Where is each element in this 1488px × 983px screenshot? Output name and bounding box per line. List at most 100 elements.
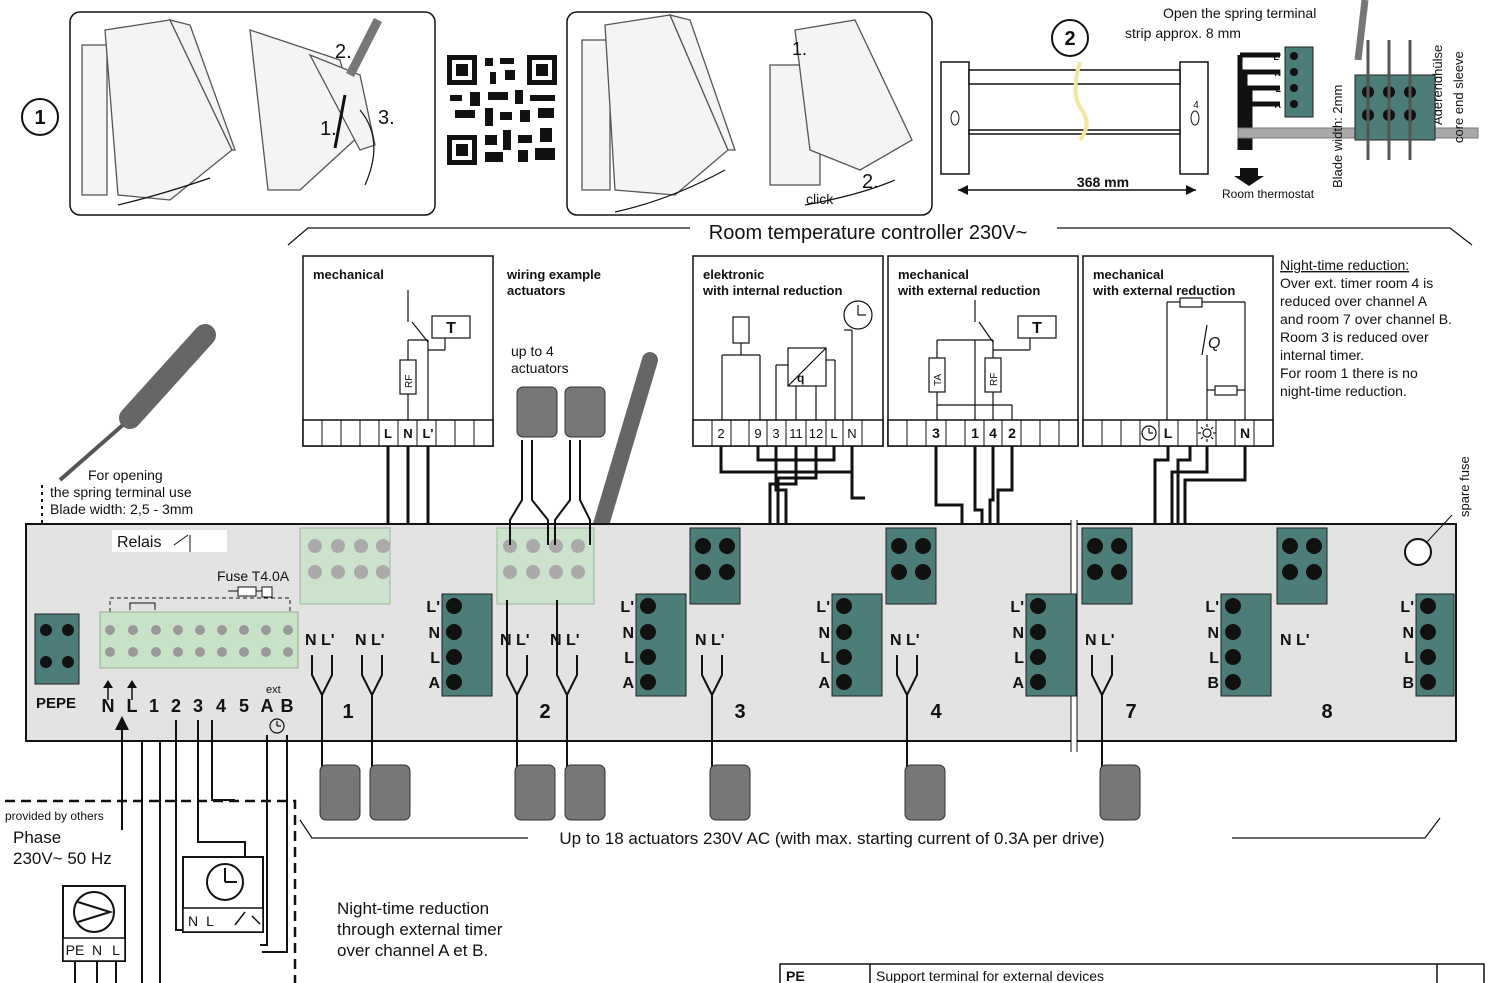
- relais-label-fg: Relais: [117, 534, 161, 551]
- controller-2-terminal-strip: [692, 419, 884, 447]
- z4-ch-0: L': [1010, 599, 1024, 616]
- power-label-5: 4: [216, 696, 226, 716]
- timer-wires: [260, 735, 288, 953]
- z3-ch-0: L': [816, 599, 830, 616]
- controller-1-schematic: [399, 290, 471, 420]
- zone-2-channel-dots: [640, 598, 656, 690]
- relais-bracket-2: [129, 602, 156, 610]
- zone-3-number: 3: [734, 701, 745, 723]
- mount-step-2: 2.: [335, 41, 352, 63]
- spare-fuse-holder: [1404, 538, 1432, 566]
- rail-sketch: [940, 61, 1209, 195]
- zone-8-actuator-terminal: [1276, 527, 1328, 605]
- pump-label-2: L: [112, 942, 120, 958]
- z2-ch-0: L': [620, 599, 634, 616]
- zone-4-actuator-terminal: [885, 527, 937, 605]
- timer-label-1: L: [206, 913, 214, 929]
- fuse-label: Fuse T4.0A: [217, 568, 290, 584]
- actuators: [319, 386, 1141, 821]
- blade-width-label: Blade width: 2mm: [1330, 85, 1345, 188]
- controller-3-sub: with external reduction: [897, 283, 1040, 298]
- timer-switch: [234, 911, 261, 926]
- mount-step-1: 1.: [320, 118, 337, 140]
- rail-length: 368 mm: [1077, 174, 1129, 190]
- opening-label: For opening: [88, 467, 163, 483]
- timer-hands: [224, 868, 237, 883]
- zone-4-number: 4: [930, 701, 942, 723]
- controller-4-schematic: [1166, 297, 1246, 420]
- click-label: click: [806, 191, 834, 207]
- zone-2-number: 2: [539, 701, 550, 723]
- wiring-example-sub: actuators: [507, 283, 566, 298]
- pe-terminal: [34, 613, 80, 685]
- night-note-line-4: internal timer.: [1280, 347, 1364, 363]
- z8-ch-2: L: [1404, 650, 1414, 667]
- pump-terminal: [62, 937, 126, 962]
- arrow-up-icon: [103, 680, 113, 688]
- pump-label-0: PE: [66, 942, 85, 958]
- relais-switch: [173, 534, 191, 552]
- relais-bracket: [109, 597, 291, 612]
- rotate-arrow-4: [804, 179, 896, 206]
- zone-2-dots: [503, 539, 585, 579]
- pump-label-1: N: [92, 942, 102, 958]
- controller-2-sub: with internal reduction: [702, 283, 842, 298]
- arrow-up-icon: [115, 716, 129, 730]
- provided-boundary: [5, 799, 297, 983]
- step-two-number: 2: [1064, 28, 1075, 50]
- title-bracket-left: [287, 227, 690, 246]
- zone-3-channel-dots: [836, 598, 852, 690]
- upto-label-2: actuators: [511, 360, 569, 376]
- wiring-example-title: wiring example: [506, 267, 601, 282]
- power-label-0: N: [102, 696, 115, 716]
- zone-4-dots: [891, 538, 931, 580]
- mount-step-4: 1.: [792, 39, 807, 59]
- mount-step-5: 2.: [862, 171, 879, 193]
- night-note-line-3: Room 3 is reduced over: [1280, 329, 1429, 345]
- controller-4-sub: with external reduction: [1092, 283, 1235, 298]
- power-label-6: 5: [239, 696, 249, 716]
- c4-terminal-1: N: [1240, 425, 1250, 441]
- z2-ch-2: L: [624, 650, 634, 667]
- phase-label: Phase: [13, 828, 61, 847]
- clock-icon: [269, 718, 285, 734]
- power-label-2: 1: [149, 696, 159, 716]
- z7-ch-0: L': [1205, 599, 1219, 616]
- small-label-2: L: [1276, 84, 1282, 94]
- c2-terminal-6: N: [847, 426, 856, 441]
- z1-ch-0: L': [426, 599, 440, 616]
- night-ext-label: Night-time reduction: [337, 899, 489, 918]
- legend-table: [779, 963, 1485, 983]
- actuators-bracket-right: [1232, 817, 1441, 839]
- c3-terminal-3: 2: [1008, 425, 1016, 441]
- c2-terminal-3: 11: [789, 426, 803, 441]
- actuators-note: Up to 18 actuators 230V AC (with max. st…: [559, 829, 1104, 848]
- c3-terminal-1: 1: [971, 425, 979, 441]
- timer-terminal: [182, 907, 264, 933]
- controller-2-terminal-dividers: [711, 420, 863, 446]
- z1-ch-3: A: [428, 675, 440, 692]
- zone-7-actuator-terminal: [1081, 527, 1133, 605]
- controller-3-rf: RF: [989, 373, 1000, 386]
- rail-small-dim: 4: [1193, 100, 1199, 111]
- c3-terminal-2: 4: [989, 425, 997, 441]
- power-label-8: B: [281, 696, 294, 716]
- page-title: Room temperature controller 230V~: [709, 222, 1028, 244]
- zone-7-number: 7: [1125, 701, 1136, 723]
- controller-1-title: mechanical: [313, 267, 384, 282]
- power-label-4: 3: [193, 696, 203, 716]
- controller-2-schematic: [721, 300, 873, 420]
- night-note-line-6: night-time reduction.: [1280, 383, 1407, 399]
- c2-terminal-1: 9: [754, 426, 761, 441]
- c1-terminal-2: L': [422, 426, 433, 441]
- z4-act: N L': [890, 632, 920, 649]
- zone-3-dots: [695, 538, 735, 580]
- z7-ch-3: B: [1207, 675, 1219, 692]
- controller-3-ta: TA: [933, 374, 944, 386]
- controller-box-mechanical-ext-2: [1082, 255, 1274, 447]
- controller-3-terminal-strip: [887, 419, 1079, 447]
- c1-terminal-0: L: [384, 426, 392, 441]
- qr-code: [447, 55, 557, 165]
- night-note-line-2: and room 7 over channel B.: [1280, 311, 1452, 327]
